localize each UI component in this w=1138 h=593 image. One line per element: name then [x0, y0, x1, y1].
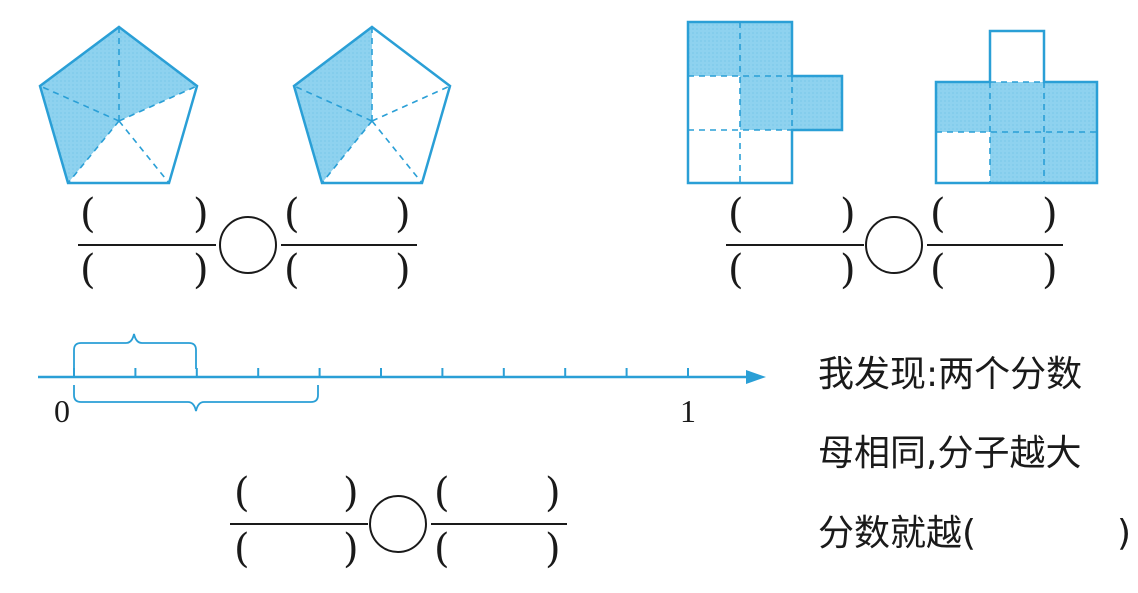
discovery-answer-close[interactable]: )	[1117, 513, 1131, 554]
fraction-blank-left[interactable]: ( ) ( )	[78, 191, 216, 293]
pentagon-two-fifths	[292, 25, 452, 185]
fraction-blank-right[interactable]: ( ) ( )	[431, 470, 567, 572]
denominator-open: (	[234, 526, 250, 572]
denominator-close: )	[545, 526, 561, 572]
numerator-close: )	[840, 191, 856, 237]
denominator-open: (	[434, 526, 450, 572]
denominator-close: )	[840, 247, 856, 293]
numerator-open: (	[434, 470, 450, 516]
number-line-end-label: 1	[680, 393, 696, 429]
fraction-pair-pentagons: ( ) ( ) ( ) ( )	[78, 191, 417, 293]
numerator-close: )	[193, 191, 209, 237]
numerator-close: )	[395, 191, 411, 237]
discovery-line-2: 母相同,分子越大	[818, 433, 1081, 474]
grid-figure-right	[934, 29, 1099, 185]
numerator-open: (	[930, 191, 946, 237]
fraction-pair-grids: ( ) ( ) ( ) ( )	[726, 191, 1063, 293]
fraction-blank-left[interactable]: ( ) ( )	[726, 191, 864, 293]
denominator-open: (	[80, 247, 96, 293]
number-line-ticks	[73, 368, 689, 377]
denominator-open: (	[930, 247, 946, 293]
denominator-open: (	[728, 247, 744, 293]
numerator-open: (	[728, 191, 744, 237]
numerator-open: (	[284, 191, 300, 237]
fraction-blank-left[interactable]: ( ) ( )	[230, 470, 368, 572]
denominator-close: )	[193, 247, 209, 293]
denominator-close: )	[343, 526, 359, 572]
number-line-start-label: 0	[54, 393, 70, 429]
compare-circle[interactable]	[369, 495, 427, 553]
brace-upper	[73, 333, 197, 369]
numerator-open: (	[80, 191, 96, 237]
grid-figure-left	[686, 20, 844, 185]
fraction-blank-right[interactable]: ( ) ( )	[927, 191, 1063, 293]
fraction-blank-right[interactable]: ( ) ( )	[281, 191, 417, 293]
numerator-close: )	[1042, 191, 1058, 237]
denominator-open: (	[284, 247, 300, 293]
fraction-pair-number-line: ( ) ( ) ( ) ( )	[230, 470, 567, 572]
pentagon-three-fifths	[38, 25, 199, 185]
denominator-close: )	[1042, 247, 1058, 293]
compare-circle[interactable]	[219, 216, 277, 274]
numerator-close: )	[545, 470, 561, 516]
numerator-open: (	[234, 470, 250, 516]
brace-lower	[73, 385, 319, 412]
discovery-text: 我发现:两个分数 母相同,分子越大 分数就越( )	[818, 354, 1131, 554]
denominator-close: )	[395, 247, 411, 293]
numerator-close: )	[343, 470, 359, 516]
discovery-line-3: 分数就越(	[818, 513, 976, 554]
arrow-right-icon	[746, 370, 766, 384]
discovery-line-1: 我发现:两个分数	[818, 354, 1082, 395]
number-line: 0 1	[38, 333, 766, 429]
compare-circle[interactable]	[865, 216, 923, 274]
